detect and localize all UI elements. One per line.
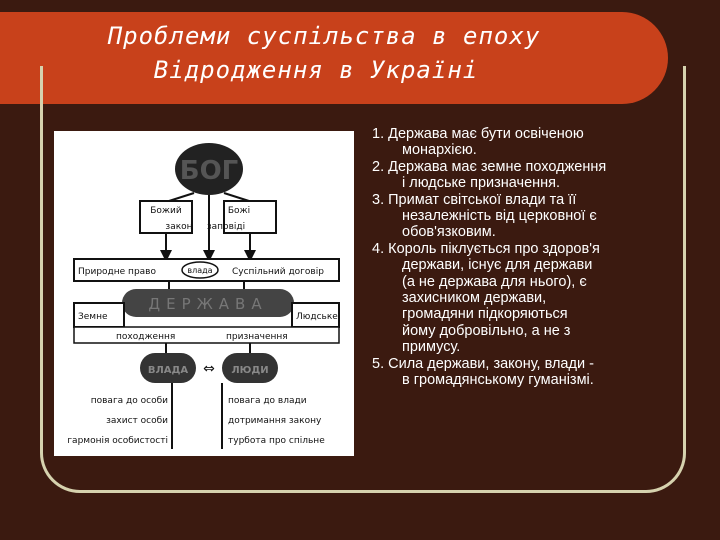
commandments-box	[223, 200, 277, 234]
principle-2-cont-1: і людське призначення.	[402, 175, 561, 192]
principle-1-first: 1. Держава має бути освіченою	[372, 126, 584, 142]
principle-4: 4. Король піклується про здоров'я держав…	[372, 241, 672, 356]
principle-4-cont-3: захисником держави,	[402, 290, 547, 307]
power-node-label: ВЛАДА	[148, 365, 189, 376]
principle-5-first: 5. Сила держави, закону, влади -	[372, 355, 594, 372]
power-node	[140, 353, 196, 383]
commandments-l1: Божі	[228, 206, 250, 216]
state-node	[122, 289, 294, 317]
principle-3-cont-1: незалежність від церковної є	[402, 208, 597, 225]
right-item-3: турбота про спільне	[228, 436, 325, 446]
left-item-1: повага до особи	[91, 396, 168, 406]
title-banner	[0, 12, 668, 104]
right-item-1: повага до влади	[228, 396, 307, 406]
left-item-3: гармонія особистості	[67, 436, 168, 446]
principle-3-cont-2: обов'язковим.	[402, 224, 496, 241]
earth-origin-l2: походження	[116, 332, 175, 342]
principle-5: 5. Сила держави, закону, влади - в грома…	[372, 356, 672, 389]
principle-4-cont-1: держави, існує для держави	[402, 257, 593, 274]
divine-law-l1: Божий	[150, 206, 182, 216]
principle-4-first: 4. Король піклується про здоров'я	[372, 240, 600, 257]
page-title-line-2: Відродження в Україні	[153, 56, 479, 84]
state-diagram: БОГ Божий закон Божі заповіді Природне п…	[54, 131, 354, 456]
principle-2: 2. Держава має земне походження і людськ…	[372, 159, 672, 192]
divine-law-l2: закон	[165, 222, 192, 232]
commandments-l2: заповіді	[207, 222, 245, 232]
people-node-label: ЛЮДИ	[231, 365, 268, 376]
diagram-svg: БОГ Божий закон Божі заповіді Природне п…	[67, 143, 340, 449]
content-frame	[40, 66, 686, 493]
right-item-2: дотримання закону	[228, 416, 322, 426]
principle-4-cont-6: примусу.	[402, 339, 461, 356]
state-label: ДЕРЖАВА	[148, 295, 267, 313]
earth-origin-l1: Земне	[78, 312, 108, 322]
people-node	[222, 353, 278, 383]
human-purpose-l2: призначення	[226, 332, 288, 342]
principles-list: 1. Держава має бути освіченою монархією.…	[372, 126, 672, 389]
god-label: БОГ	[180, 156, 239, 186]
power-mid-label: влада	[187, 266, 212, 275]
principle-5-cont-1: в громадянському гуманізмі.	[402, 372, 594, 389]
left-item-2: захист особи	[106, 416, 168, 426]
principle-4-cont-5: йому добровільно, а не з	[402, 322, 571, 339]
page-title-line-1: Проблеми суспільства в епоху	[107, 22, 541, 50]
svg-text:⇔: ⇔	[203, 361, 215, 377]
god-node	[175, 143, 243, 195]
natural-law-label: Природне право	[78, 267, 156, 277]
principle-3-first: 3. Примат світської влади та її	[372, 191, 577, 208]
human-purpose-l1: Людське	[296, 312, 338, 322]
principle-2-first: 2. Держава має земне походження	[372, 158, 607, 175]
principle-4-cont-4: громадяни підкоряються	[402, 306, 568, 323]
principle-1: 1. Держава має бути освіченою монархією.	[372, 126, 672, 159]
principle-3: 3. Примат світської влади та її незалежн…	[372, 192, 672, 241]
principle-1-cont-1: монархією.	[402, 142, 477, 159]
social-contract-label: Суспільний договір	[232, 267, 324, 277]
principle-4-cont-2: (а не держава для нього), є	[402, 273, 587, 290]
